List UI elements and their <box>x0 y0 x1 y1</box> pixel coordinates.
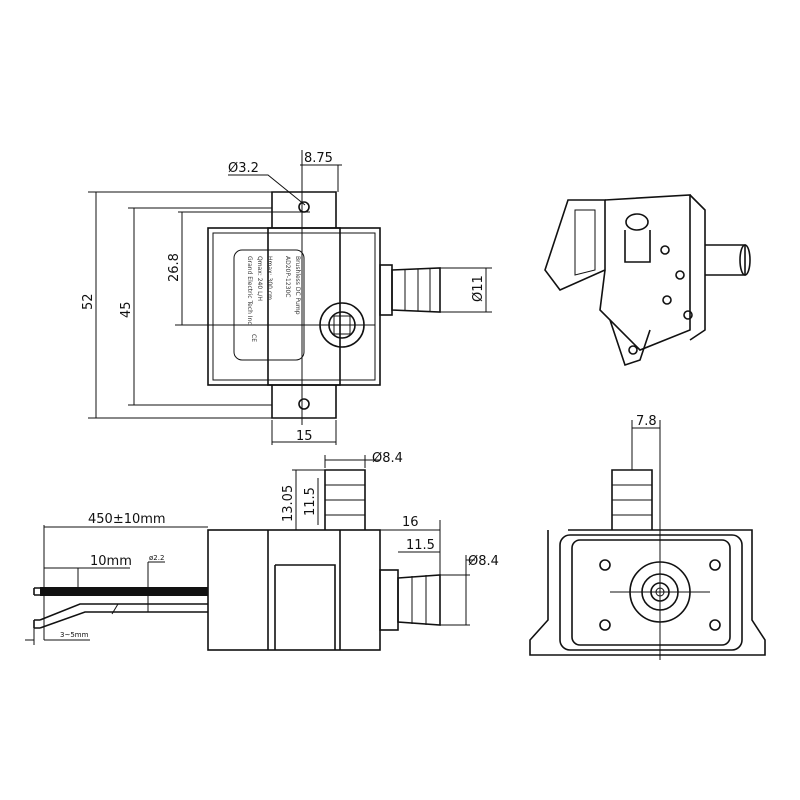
dim-center-height: 26.8 <box>167 253 182 282</box>
dim-flange-offset: 8.75 <box>304 151 333 166</box>
dim-top-barb-length: 11.5 <box>303 487 318 516</box>
dim-hole-dia: Ø3.2 <box>228 161 259 176</box>
side-view: 450±10mm 10mm ø2.2 3~5mm Ø8.4 13.05 11.5… <box>25 451 499 651</box>
front-view: Brushless DC Pump AD20P-1230C Hmax: 300 … <box>81 150 492 445</box>
dim-height-body: 45 <box>119 301 134 318</box>
label-line2: AD20P-1230C <box>284 256 291 297</box>
flange-center <box>267 227 341 386</box>
dim-wire-offset: 3~5mm <box>60 631 89 639</box>
mounting-flange <box>271 191 337 419</box>
label-line5: Grand Electric Tech Inc <box>246 256 253 325</box>
isometric-view <box>544 194 751 367</box>
dim-outlet-dia: Ø11 <box>471 275 486 302</box>
label-line1: Brushless DC Pump <box>294 256 301 315</box>
dim-flange-width: 15 <box>296 429 313 444</box>
outlet-nozzle <box>391 267 441 313</box>
label-line4: Qmax: 240 L/H <box>256 256 263 301</box>
cable <box>40 587 208 596</box>
dim-side-nozzle-length: 16 <box>402 515 419 530</box>
side-nozzle <box>397 574 441 626</box>
dim-top-nozzle-height: 13.05 <box>281 485 296 522</box>
dim-top-nozzle-dia: Ø8.4 <box>372 451 403 466</box>
mount-hole-bottom <box>298 398 310 410</box>
dim-cable-length: 450±10mm <box>88 512 166 527</box>
label-text: Brushless DC Pump AD20P-1230C Hmax: 300 … <box>246 256 301 342</box>
dim-strip-length: 10mm <box>90 554 132 569</box>
mount-hole-top <box>298 201 310 213</box>
ce-mark: CE <box>250 334 257 342</box>
product-label <box>233 249 305 361</box>
end-view: 7.8 <box>529 414 766 660</box>
dim-wire-dia: ø2.2 <box>149 554 164 562</box>
dim-side-barb-length: 11.5 <box>406 538 435 553</box>
dim-height-overall: 52 <box>81 293 96 310</box>
dim-nozzle-offset: 7.8 <box>636 414 657 429</box>
label-line3: Hmax: 300 cm <box>266 256 273 300</box>
dim-side-nozzle-dia: Ø8.4 <box>468 554 499 569</box>
outlet-base <box>379 264 393 316</box>
side-body <box>207 529 381 651</box>
